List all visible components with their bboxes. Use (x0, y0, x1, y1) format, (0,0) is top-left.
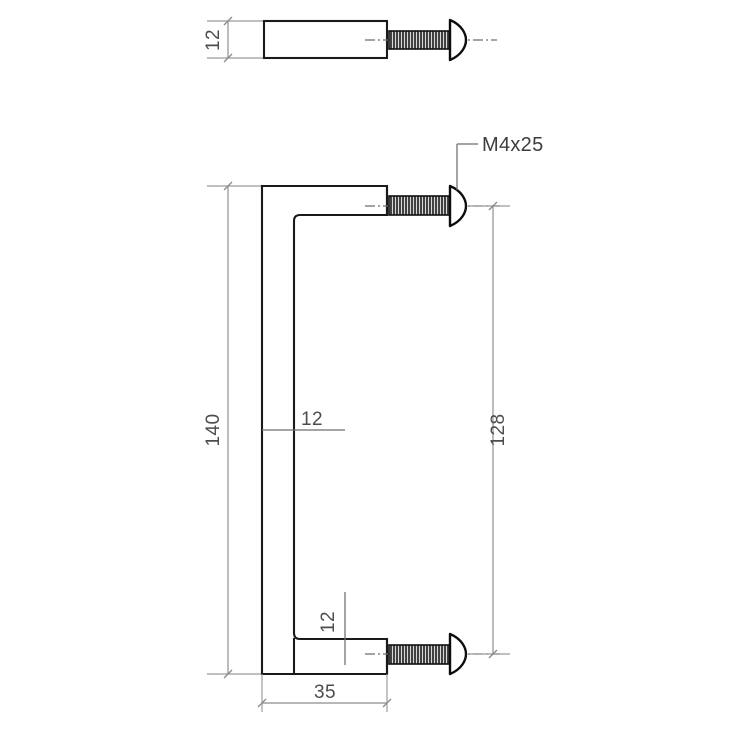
screw-top-view (388, 18, 468, 62)
frontview-dim-tick-top (223, 181, 233, 191)
frontview-overall-length-label: 140 (203, 414, 224, 447)
screw-bottom-threads (390, 645, 449, 664)
proj-dim-tick-left (257, 698, 267, 708)
screw-top-view-threads (390, 31, 449, 49)
cc-dim-tick-top (488, 201, 498, 211)
projection-depth-label: 35 (314, 682, 336, 703)
top-view-group: 12 (203, 16, 497, 63)
arm-thickness-upper-group: 12 (262, 409, 345, 431)
screw-top (365, 184, 500, 228)
screw-top-shank (388, 195, 451, 216)
screw-callout-label: M4x25 (482, 134, 544, 156)
frontview-overall-label-group: 140 (203, 414, 224, 447)
screw-bottom (365, 632, 500, 676)
screw-top-view-shank (388, 30, 451, 50)
center-to-center-label: 128 (488, 414, 509, 447)
screw-top-threads (390, 196, 449, 215)
topview-dim-tick-lower (223, 53, 233, 63)
handle-body-outline (260, 184, 389, 676)
topview-thickness-label-group: 12 (203, 29, 224, 51)
screw-bottom-shank (388, 644, 451, 665)
frontview-dim-tick-bottom (223, 669, 233, 679)
topview-dim-tick-upper (223, 16, 233, 26)
cc-dim-tick-bottom (488, 649, 498, 659)
topview-thickness-label: 12 (203, 29, 224, 51)
screw-top-head (448, 184, 468, 228)
arm-thickness-lower-group: 12 (318, 592, 346, 665)
arm-thickness-lower-label-group: 12 (318, 611, 339, 633)
cc-label-group: 128 (488, 414, 509, 447)
screw-top-view-head (448, 18, 468, 62)
arm-thickness-lower-label: 12 (318, 611, 339, 633)
screw-bottom-head (448, 632, 468, 676)
proj-dim-tick-right (382, 698, 392, 708)
screw-callout-group: M4x25 (456, 134, 544, 190)
arm-thickness-upper-label: 12 (301, 409, 323, 430)
front-view-group: 140 (203, 134, 544, 712)
